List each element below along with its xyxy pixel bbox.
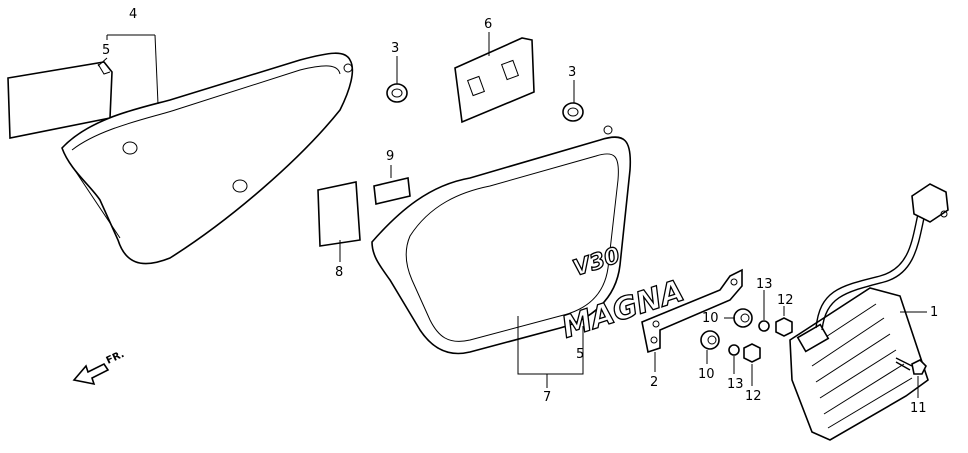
grommet-part-10-lower xyxy=(700,330,720,350)
regulator-part-1 xyxy=(789,183,949,441)
callout-1: 1 xyxy=(930,305,938,320)
grommet-part-10-upper xyxy=(733,308,753,328)
callout-10-lower: 10 xyxy=(698,367,715,382)
nut-part-12-lower xyxy=(743,343,761,363)
callout-4: 4 xyxy=(129,7,137,22)
left-side-cover-part-4 xyxy=(61,52,354,265)
callout-2: 2 xyxy=(650,375,658,390)
washer-part-13-upper xyxy=(758,320,770,332)
plate-part-6 xyxy=(454,37,535,124)
left-emblem-part-5 xyxy=(7,61,113,139)
washer-part-13-lower xyxy=(728,344,740,356)
callout-12-upper: 12 xyxy=(777,293,794,308)
callout-12-lower: 12 xyxy=(745,389,762,404)
front-direction-label: FR. xyxy=(105,349,126,367)
callout-10-upper: 10 xyxy=(702,311,719,326)
callout-8: 8 xyxy=(335,265,343,280)
callout-5-emblem: 5 xyxy=(576,347,584,362)
callout-11: 11 xyxy=(910,401,927,416)
callout-3-lower: 3 xyxy=(568,65,576,80)
front-direction-marker: FR. xyxy=(72,349,126,386)
callout-7: 7 xyxy=(543,390,551,405)
callout-13-lower: 13 xyxy=(727,377,744,392)
nut-part-12-upper xyxy=(775,317,793,337)
bracket-part-2 xyxy=(641,268,743,354)
callout-13-upper: 13 xyxy=(756,277,773,292)
callout-labels: 4 5 3 6 3 9 8 13 12 1 10 5 10 13 12 2 7 … xyxy=(102,7,938,416)
bolt-part-11 xyxy=(895,357,927,375)
leader-lines xyxy=(97,32,927,398)
right-side-cover-part-7 xyxy=(371,125,632,355)
callout-3-upper: 3 xyxy=(391,41,399,56)
callout-6: 6 xyxy=(484,17,492,32)
label-part-9 xyxy=(373,177,411,205)
grommet-part-3-upper xyxy=(386,83,408,103)
grommet-part-3-lower xyxy=(562,102,584,122)
label-part-8 xyxy=(317,181,361,247)
callout-5-left: 5 xyxy=(102,43,110,58)
callout-9: 9 xyxy=(386,149,394,164)
